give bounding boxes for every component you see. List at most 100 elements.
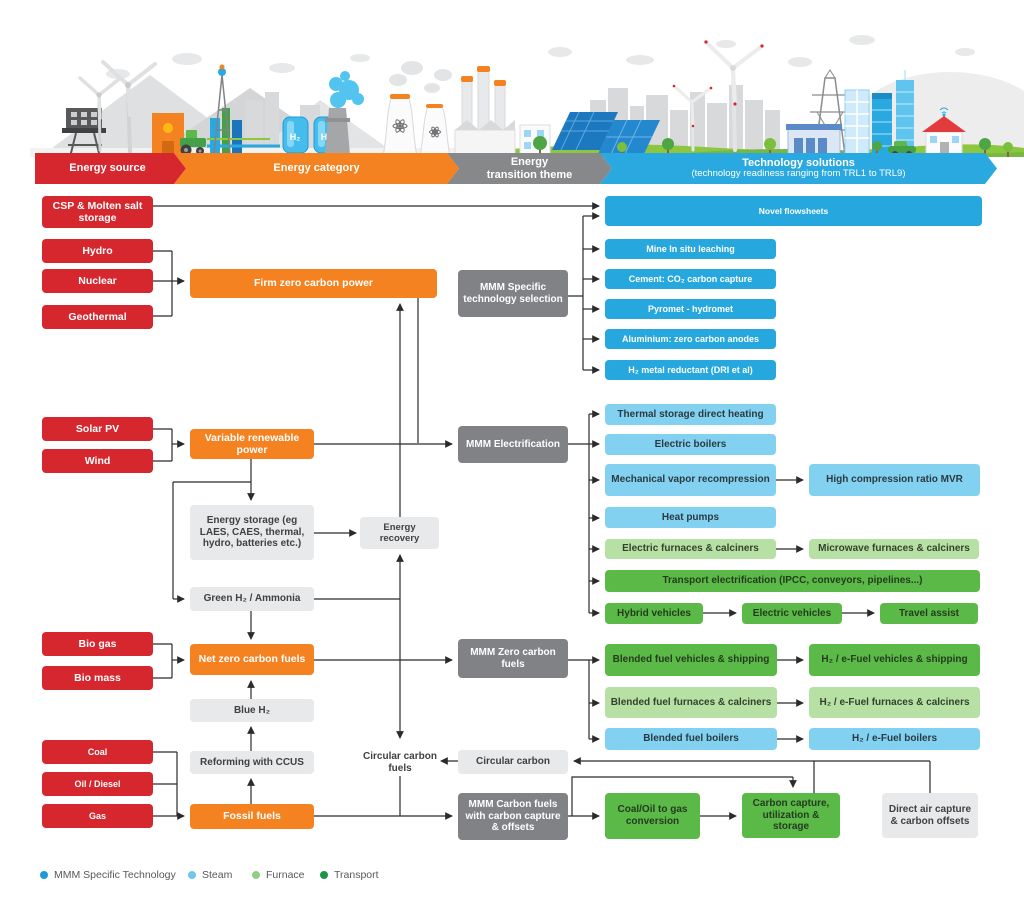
source-solar-pv-box: Solar PV — [42, 417, 153, 441]
theme-mmm-electrification-box: MMM Electrification — [458, 426, 568, 463]
category-fossil-fuels-box: Fossil fuels — [190, 804, 314, 829]
solution-carbon-capture-utilization-storage-box: Carbon capture, utilization & storage — [742, 793, 840, 838]
solution-aluminium-zero-carbon-anodes-box: Aluminium: zero carbon anodes — [605, 329, 776, 349]
circular-carbon-fuels-label: Circular carbon fuels — [363, 751, 437, 774]
tractor-icon — [180, 130, 206, 156]
solution-h2-metal-reductant-box: H₂ metal reductant (DRI et al) — [605, 360, 776, 380]
solution-blended-fuel-boilers-box: Blended fuel boilers — [605, 728, 777, 750]
legend-dot-furnace-icon — [252, 871, 260, 879]
stage-label-text: Energy — [510, 155, 549, 168]
hero-illustration: H₂ H₂ — [30, 35, 1024, 157]
source-coal-box: Coal — [42, 740, 153, 764]
legend-dot-mmm-specific-icon — [40, 871, 48, 879]
theme-mmm-carbon-fuels-box: MMM Carbon fuels with carbon capture & o… — [458, 793, 568, 840]
solution-mine-in-situ-leaching-box: Mine In situ leaching — [605, 239, 776, 259]
solution-microwave-furnaces-calciners-box: Microwave furnaces & calciners — [809, 539, 979, 559]
trees-icon — [533, 136, 1013, 157]
substation-icon — [786, 124, 842, 157]
stage-arrow-energy-category — [174, 153, 459, 184]
stage-arrow-energy-transition-theme — [447, 153, 612, 184]
stage-label-energy-source: Energy source — [35, 153, 180, 184]
solution-cement-co2-capture-box: Cement: CO₂ carbon capture — [605, 269, 776, 289]
circular-carbon-box: Circular carbon — [458, 750, 568, 774]
h2-tank-label: H₂ — [321, 132, 332, 142]
stage-label-technology-solutions: Technology solutions (technology readine… — [606, 153, 991, 184]
solution-transport-electrification-box: Transport electrification (IPCC, conveyo… — [605, 570, 980, 592]
stage-label-energy-category: Energy category — [180, 153, 453, 184]
legend-label: Steam — [202, 869, 233, 881]
legend-label: MMM Specific Technology — [54, 869, 176, 881]
orange-building-icon — [152, 113, 184, 153]
legend-dot-steam-icon — [188, 871, 196, 879]
smokestack-icon — [325, 71, 364, 155]
stage-label-text: Energy source — [69, 162, 146, 175]
watchtower-icon — [62, 108, 106, 157]
solution-electric-boilers-box: Electric boilers — [605, 434, 776, 455]
legend-item-transport: Transport — [320, 869, 379, 881]
category-variable-renewable-power-box: Variable renewable power — [190, 429, 314, 459]
legend-item-furnace: Furnace — [252, 869, 305, 881]
house-icon — [922, 107, 966, 157]
nuclear-cooling-towers-icon — [382, 61, 452, 157]
legend-label: Transport — [334, 869, 379, 881]
stage-arrow-technology-solutions — [600, 153, 997, 184]
wind-turbine-icon — [672, 40, 764, 152]
solution-travel-assist-box: Travel assist — [880, 603, 978, 624]
solar-panels-icon — [552, 111, 660, 155]
solution-coal-oil-to-gas-conversion-box: Coal/Oil to gas conversion — [605, 793, 700, 839]
legend-item-steam: Steam — [188, 869, 232, 881]
solution-h2-efuel-vehicles-shipping-box: H₂ / e-Fuel vehicles & shipping — [809, 644, 980, 676]
theme-mmm-specific-technology-selection-box: MMM Specific technology selection — [458, 270, 568, 317]
source-oil-diesel-box: Oil / Diesel — [42, 772, 153, 796]
header-band — [35, 153, 997, 184]
category-reforming-with-ccus-box: Reforming with CCUS — [190, 751, 314, 774]
source-gas-box: Gas — [42, 804, 153, 828]
refinery-icon — [207, 64, 280, 154]
category-blue-h2-box: Blue H₂ — [190, 699, 314, 722]
clouds-icon — [106, 35, 975, 79]
solution-mechanical-vapor-recompression-box: Mechanical vapor recompression — [605, 464, 776, 496]
source-nuclear-box: Nuclear — [42, 269, 153, 293]
source-wind-box: Wind — [42, 449, 153, 473]
source-bio-mass-box: Bio mass — [42, 666, 153, 690]
source-geothermal-box: Geothermal — [42, 305, 153, 329]
solution-blended-fuel-furnaces-calciners-box: Blended fuel furnaces & calciners — [605, 687, 777, 718]
stage-arrow-energy-source — [35, 153, 186, 184]
solution-h2-efuel-furnaces-calciners-box: H₂ / e-Fuel furnaces & calciners — [809, 687, 980, 718]
factory-icon — [454, 66, 551, 157]
stage-label-text: Energy category — [273, 162, 360, 175]
source-csp-molten-salt-box: CSP & Molten salt storage — [42, 196, 153, 228]
solution-thermal-storage-direct-heating-box: Thermal storage direct heating — [605, 404, 776, 425]
stage-sublabel-text: (technology readiness ranging from TRL1 … — [691, 168, 906, 180]
theme-mmm-zero-carbon-fuels-box: MMM Zero carbon fuels — [458, 639, 568, 678]
legend-item-mmm-specific-technology: MMM Specific Technology — [40, 869, 176, 881]
wind-turbine-icon — [78, 60, 157, 154]
stage-label-text: Technology solutions — [742, 156, 855, 169]
solution-pyromet-hydromet-box: Pyromet - hydromet — [605, 299, 776, 319]
solution-heat-pumps-box: Heat pumps — [605, 507, 776, 528]
h2-tank-label: H₂ — [290, 132, 301, 142]
solution-novel-flowsheets-box: Novel flowsheets — [605, 196, 982, 226]
solution-high-compression-ratio-mvr-box: High compression ratio MVR — [809, 464, 980, 496]
energy-recovery-box: Energy recovery — [360, 517, 439, 549]
stage-label-energy-transition-theme: Energy transition theme — [453, 153, 606, 184]
solution-h2-efuel-boilers-box: H₂ / e-Fuel boilers — [809, 728, 980, 750]
category-net-zero-carbon-fuels-box: Net zero carbon fuels — [190, 644, 314, 675]
category-energy-storage-box: Energy storage (eg LAES, CAES, thermal, … — [190, 505, 314, 560]
solution-electric-vehicles-box: Electric vehicles — [742, 603, 842, 624]
category-green-h2-ammonia-box: Green H₂ / Ammonia — [190, 587, 314, 611]
source-hydro-box: Hydro — [42, 239, 153, 263]
hill-blob — [850, 72, 1024, 157]
source-bio-gas-box: Bio gas — [42, 632, 153, 656]
solution-hybrid-vehicles-box: Hybrid vehicles — [605, 603, 703, 624]
category-firm-zero-carbon-power-box: Firm zero carbon power — [190, 269, 437, 298]
solution-blended-fuel-vehicles-shipping-box: Blended fuel vehicles & shipping — [605, 644, 777, 676]
stage-label-text: transition theme — [486, 168, 573, 181]
legend-dot-transport-icon — [320, 871, 328, 879]
ground-strip — [30, 148, 530, 157]
solution-electric-furnaces-calciners-box: Electric furnaces & calciners — [605, 539, 776, 559]
wifi-icon — [939, 107, 949, 117]
legend-label: Furnace — [266, 869, 305, 881]
